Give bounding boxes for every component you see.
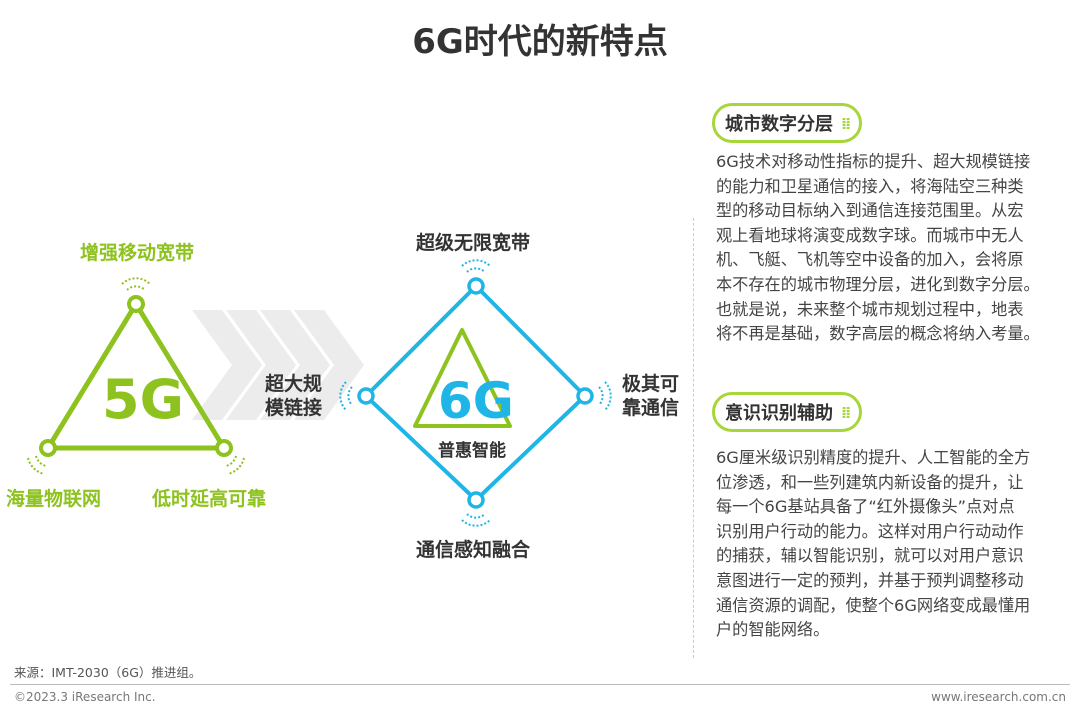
6g-center-label: 6G bbox=[438, 372, 514, 430]
6g-node-bottom bbox=[461, 491, 491, 527]
6g-label-right: 极其可 靠通信 bbox=[622, 372, 679, 420]
6g-node-top bbox=[461, 259, 491, 295]
section-body-intent-recognition: 6G厘米级识别精度的提升、人工智能的全方 位渗透，和一些列建筑内新设备的提升，让… bbox=[716, 446, 1072, 643]
footer-divider bbox=[10, 684, 1070, 685]
6g-label-top: 超级无限宽带 bbox=[416, 232, 531, 254]
paragraph-line: 6G技术对移动性指标的提升、超大规模链接 bbox=[716, 152, 1031, 171]
section-heading-city-digital-layering: 城市数字分层 ⁞⁞ bbox=[712, 103, 863, 143]
6g-node-right bbox=[576, 381, 612, 411]
paragraph-line: 观上看地球将演变成数字球。而城市中无人 bbox=[716, 225, 1024, 245]
5g-label-top: 增强移动宽带 bbox=[80, 242, 195, 264]
5g-node-bottom-right bbox=[215, 439, 245, 475]
6g-label-right-line1: 极其可 bbox=[622, 373, 680, 395]
6g-node-left bbox=[339, 381, 375, 411]
paragraph-line: 本不存在的城市物理分层，进化到数字分层。 bbox=[716, 274, 1040, 294]
5g-triangle bbox=[45, 301, 227, 451]
vertical-divider bbox=[693, 218, 695, 658]
paragraph-line: 的捕获，辅以智能识别，就可以对用户意识 bbox=[716, 546, 1024, 566]
progression-arrows-graphic bbox=[192, 310, 364, 420]
paragraph-line: 每一个6G基站具备了“红外摄像头”点对点 bbox=[716, 497, 1015, 517]
paragraph-line: 位渗透，和一些列建筑内新设备的提升，让 bbox=[716, 472, 1024, 492]
6g-label-right-line2: 靠通信 bbox=[622, 397, 680, 419]
6g-label-left-line1: 超大规 bbox=[265, 373, 323, 395]
6g-center-sublabel: 普惠智能 bbox=[438, 441, 506, 461]
5g-label-bottom-left: 海量物联网 bbox=[6, 488, 102, 510]
5g-node-top bbox=[121, 277, 151, 313]
5g-label-bottom-right: 低时延高可靠 bbox=[152, 488, 267, 510]
section-body-city-digital-layering: 6G技术对移动性指标的提升、超大规模链接 的能力和卫星通信的接入，将海陆空三种类… bbox=[716, 150, 1072, 347]
section-heading-text: 城市数字分层 bbox=[725, 114, 833, 135]
section-heading-intent-recognition: 意识识别辅助 ⁞⁞ bbox=[712, 392, 863, 432]
paragraph-line: 型的移动目标纳入到通信连接范围里。从宏 bbox=[716, 201, 1024, 221]
page-title: 6G时代的新特点 bbox=[412, 22, 668, 62]
paragraph-line: 意图进行一定的预判，并基于预判调整移动 bbox=[716, 570, 1024, 590]
paragraph-line: 户的智能网络。 bbox=[716, 620, 830, 640]
5g-node-bottom-left bbox=[27, 439, 57, 475]
5g-center-label: 5G bbox=[102, 368, 184, 431]
6g-label-left-line2: 模链接 bbox=[265, 397, 323, 419]
signal-dots-icon: ⁞⁞ bbox=[841, 113, 851, 133]
paragraph-line: 识别用户行动的能力。这样对用户行动动作 bbox=[716, 521, 1024, 541]
paragraph-line: 也就是说，未来整个城市规划过程中，地表 bbox=[716, 299, 1024, 319]
signal-dots-icon: ⁞⁞ bbox=[841, 402, 851, 422]
paragraph-line: 将不再是基础，数字高层的概念将纳入考量。 bbox=[716, 324, 1040, 344]
paragraph-line: 6G厘米级识别精度的提升、人工智能的全方 bbox=[716, 448, 1031, 467]
paragraph-line: 机、飞艇、飞机等空中设备的加入，会将原 bbox=[716, 250, 1024, 270]
source-note: 来源：IMT-2030（6G）推进组。 bbox=[14, 665, 202, 680]
6g-inner-triangle bbox=[413, 328, 512, 428]
paragraph-line: 的能力和卫星通信的接入，将海陆空三种类 bbox=[716, 176, 1024, 196]
website-link[interactable]: www.iresearch.com.cn bbox=[931, 690, 1066, 704]
6g-label-left: 超大规 模链接 bbox=[265, 372, 322, 420]
section-heading-text: 意识识别辅助 bbox=[725, 403, 833, 424]
6g-label-bottom: 通信感知融合 bbox=[416, 539, 531, 561]
paragraph-line: 通信资源的调配，使整个6G网络变成最懂用 bbox=[716, 595, 1031, 615]
copyright-text: ©2023.3 iResearch Inc. bbox=[14, 690, 156, 704]
